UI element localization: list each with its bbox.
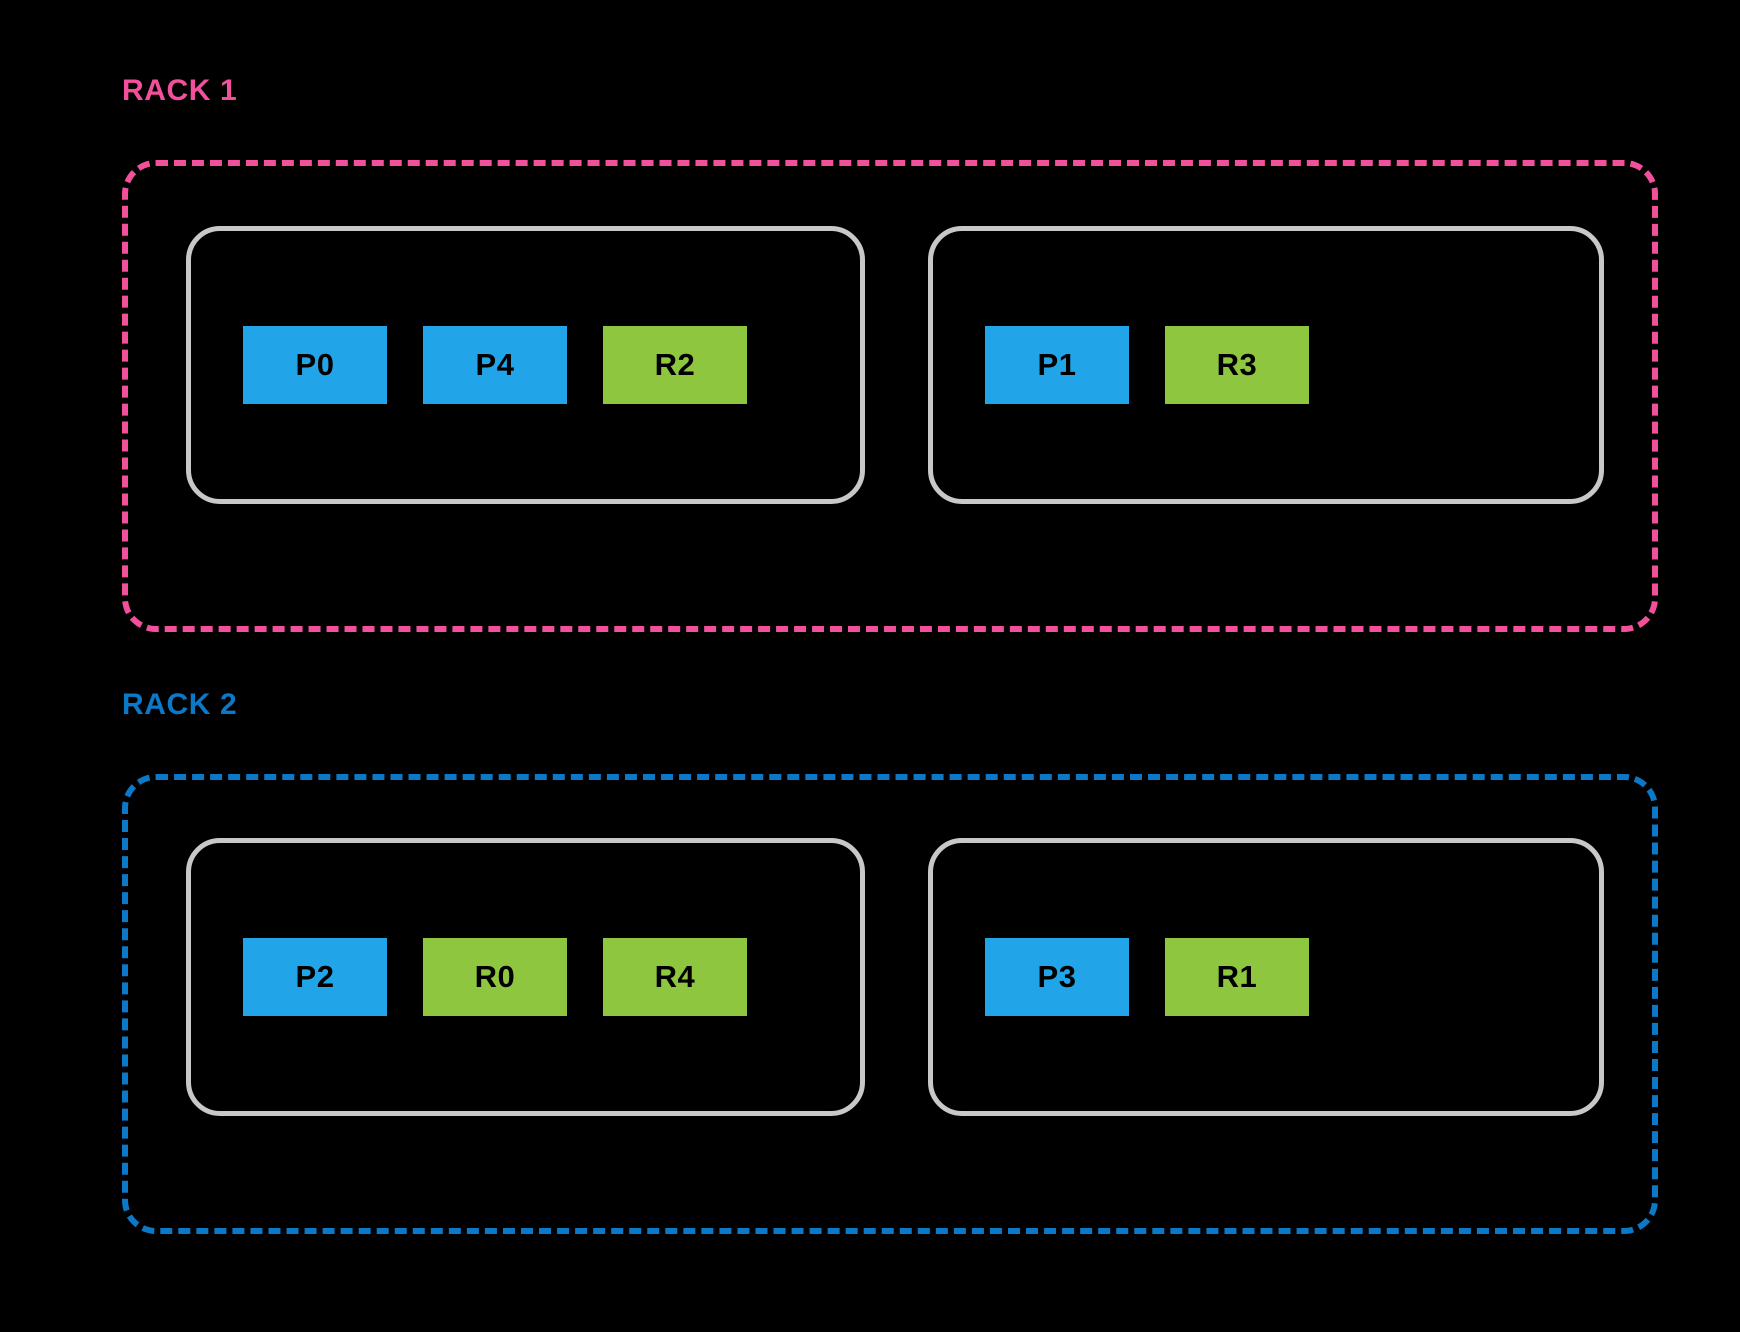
chip-r4[interactable]: R4 [603, 938, 747, 1016]
rack-2-node-2: P3 R1 [928, 838, 1604, 1116]
chip-r0[interactable]: R0 [423, 938, 567, 1016]
chip-p2[interactable]: P2 [243, 938, 387, 1016]
rack-2-label: RACK 2 [122, 688, 238, 721]
chip-p0[interactable]: P0 [243, 326, 387, 404]
chip-p1[interactable]: P1 [985, 326, 1129, 404]
chip-r1[interactable]: R1 [1165, 938, 1309, 1016]
chip-r3[interactable]: R3 [1165, 326, 1309, 404]
rack-2-node-1-chips: P2 R0 R4 [191, 938, 860, 1016]
chip-r2[interactable]: R2 [603, 326, 747, 404]
rack-1-node-2-chips: P1 R3 [933, 326, 1599, 404]
rack-1-node-1-chips: P0 P4 R2 [191, 326, 860, 404]
chip-p4[interactable]: P4 [423, 326, 567, 404]
chip-p3[interactable]: P3 [985, 938, 1129, 1016]
rack-2-node-2-chips: P3 R1 [933, 938, 1599, 1016]
rack-1-container: P0 P4 R2 P1 R3 [122, 160, 1658, 632]
rack-1-label: RACK 1 [122, 74, 238, 107]
rack-1-node-2: P1 R3 [928, 226, 1604, 504]
rack-2-node-1: P2 R0 R4 [186, 838, 865, 1116]
rack-2-container: P2 R0 R4 P3 R1 [122, 774, 1658, 1234]
rack-1-node-1: P0 P4 R2 [186, 226, 865, 504]
